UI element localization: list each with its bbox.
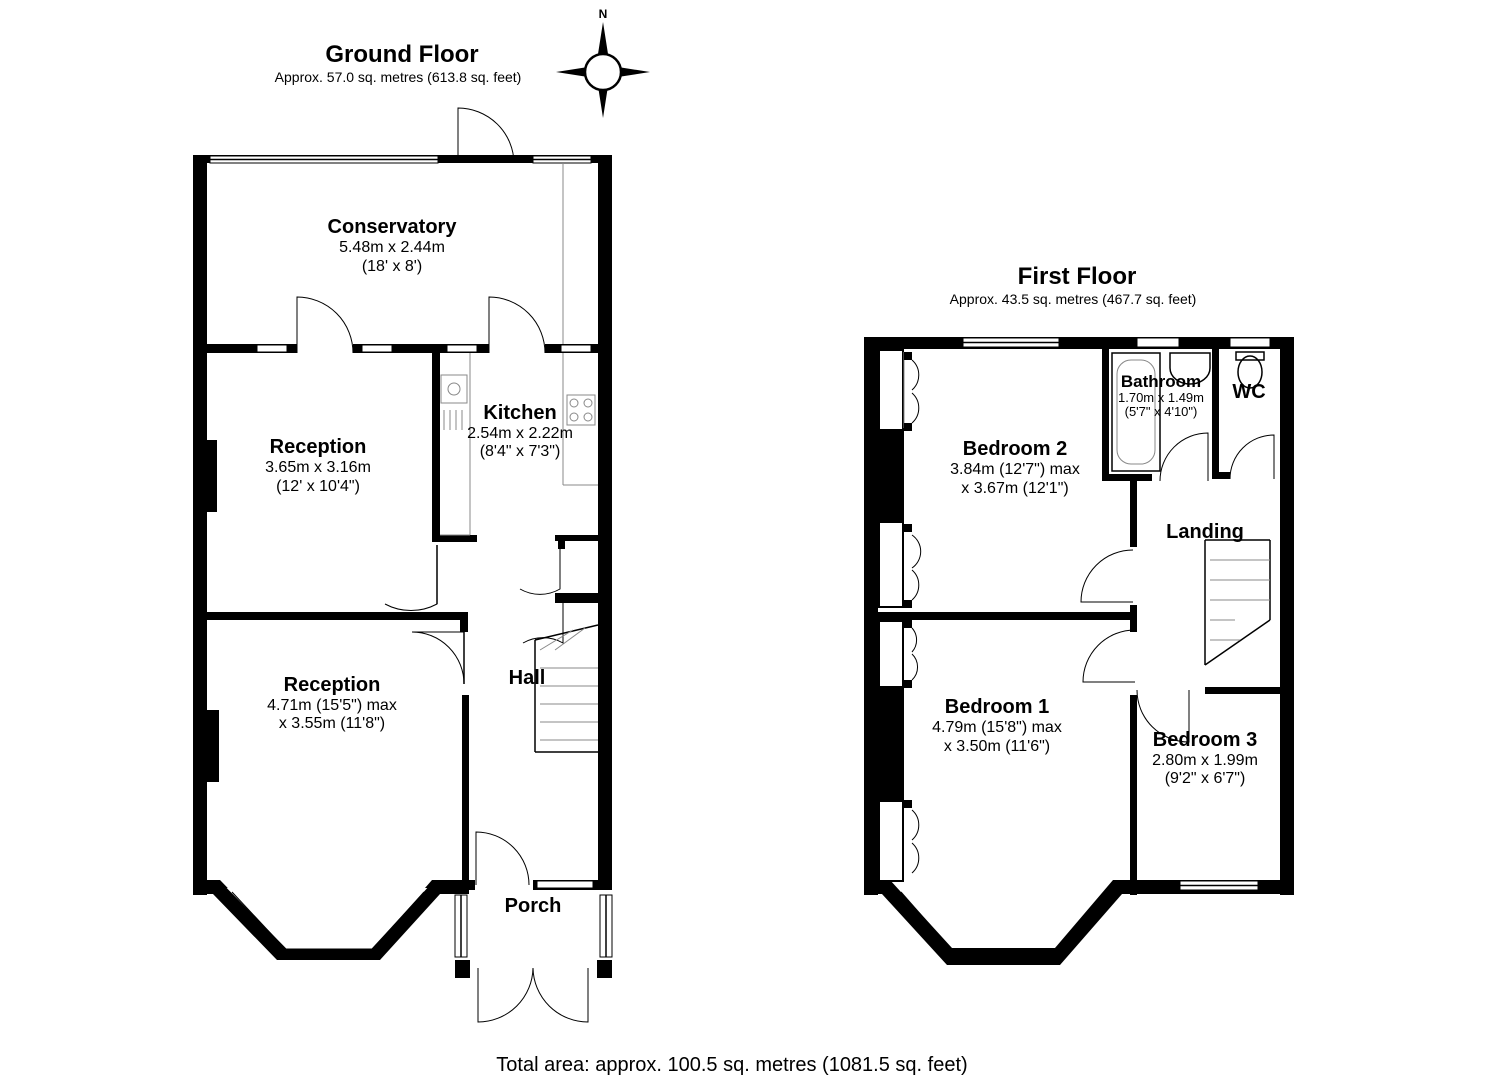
kitchen-door: [488, 296, 546, 354]
reception-front-dim2: x 3.55m (11'8"): [279, 715, 385, 732]
ground-left-wall: [193, 155, 207, 895]
bedroom2-dim2: x 3.67m (12'1"): [961, 480, 1068, 497]
bedroom3-label: Bedroom 3: [1153, 729, 1257, 751]
compass-north-label: N: [599, 7, 608, 21]
bathroom-label: Bathroom: [1121, 372, 1201, 391]
bathroom-dim2: (5'7" x 4'10"): [1125, 404, 1198, 419]
conservatory-dim1: 5.48m x 2.44m: [339, 239, 445, 256]
first-floor-title: First Floor: [1018, 263, 1137, 290]
porch-inner-door: [475, 831, 530, 886]
reception-rear-label: Reception: [270, 436, 367, 458]
bath-tub: [1111, 352, 1161, 472]
first-floor-plan: First Floor Approx. 43.5 sq. metres (467…: [864, 263, 1294, 965]
first-bay-window: [864, 880, 1137, 965]
kitchen-left-wall: [432, 353, 440, 540]
porch-label: Porch: [505, 895, 562, 917]
kitchen-label: Kitchen: [483, 402, 556, 424]
ground-reception-divider: [193, 612, 468, 620]
reception-front-hall-door: [411, 631, 465, 685]
hall-label: Hall: [509, 667, 546, 689]
total-area: Total area: approx. 100.5 sq. metres (10…: [496, 1054, 967, 1076]
reception-rear-door: [296, 296, 354, 354]
reception-rear-hall-door: [384, 549, 438, 611]
porch-front-doors: [477, 967, 589, 1023]
bedroom1-label: Bedroom 1: [945, 696, 1049, 718]
ground-hall-wall: [462, 695, 469, 885]
bedroom1-dim2: x 3.50m (11'6"): [944, 738, 1050, 755]
first-right-wall: [1280, 337, 1294, 895]
conservatory-dim2: (18' x 8'): [362, 258, 422, 275]
ground-staircase: [534, 624, 599, 753]
reception-rear-dim1: 3.65m x 3.16m: [265, 459, 371, 476]
kitchen-dim2: (8'4" x 7'3"): [480, 443, 561, 460]
landing-label: Landing: [1166, 521, 1244, 543]
kitchen-dim1: 2.54m x 2.22m: [467, 425, 573, 442]
reception-front-dim1: 4.71m (15'5") max: [267, 697, 397, 714]
bedroom3-dim2: (9'2" x 6'7"): [1165, 770, 1246, 787]
conservatory-door: [457, 107, 515, 164]
compass-rose: N: [556, 7, 650, 118]
bedroom2-dim1: 3.84m (12'7") max: [950, 461, 1080, 478]
bathroom-dim1: 1.70m x 1.49m: [1118, 390, 1204, 405]
ground-right-wall: [598, 155, 612, 885]
first-staircase: [1204, 539, 1271, 666]
ground-floor-title: Ground Floor: [325, 41, 478, 68]
ground-floor-area: Approx. 57.0 sq. metres (613.8 sq. feet): [275, 69, 522, 85]
conservatory-label: Conservatory: [328, 216, 458, 238]
bedroom1-dim1: 4.79m (15'8") max: [932, 719, 1062, 736]
bedroom2-label: Bedroom 2: [963, 438, 1067, 460]
reception-front-label: Reception: [284, 674, 381, 696]
ground-bay-window: [193, 880, 469, 960]
first-bedroom-divider: [864, 612, 1136, 620]
bedroom3-dim1: 2.80m x 1.99m: [1152, 752, 1258, 769]
first-floor-area: Approx. 43.5 sq. metres (467.7 sq. feet): [950, 291, 1197, 307]
ground-floor-plan: Ground Floor Approx. 57.0 sq. metres (61…: [193, 41, 613, 1023]
ground-conservatory-wall: [193, 344, 612, 353]
reception-rear-dim2: (12' x 10'4"): [276, 478, 360, 495]
wc-label: WC: [1232, 381, 1265, 403]
wc-toilet: [1237, 355, 1263, 389]
